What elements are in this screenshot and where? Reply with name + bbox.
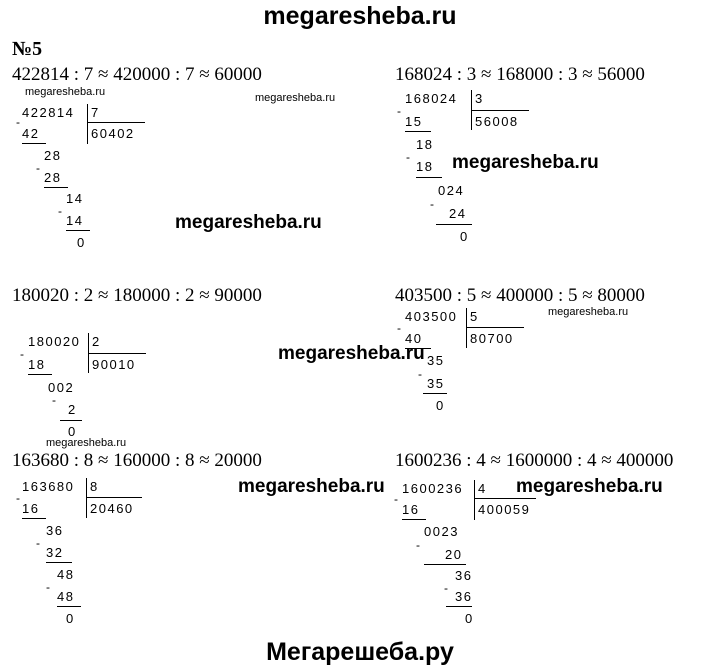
dividend: 422814 [22,105,75,120]
equation-1: 422814 : 7 ≈ 420000 : 7 ≈ 60000 [12,64,262,85]
remainder: 0 [465,611,474,626]
watermark-small: megaresheba.ru [46,437,127,449]
dividend: 180020 [28,334,81,349]
step: 16 [22,501,40,516]
step: 2 [68,402,77,417]
division-bar [474,480,475,520]
watermark-small: megaresheba.ru [25,86,106,98]
quotient: 20460 [90,501,134,516]
step: 15 [405,114,423,129]
remainder: 0 [77,235,86,250]
step: 48 [57,589,75,604]
watermark-small: megaresheba.ru [255,92,336,104]
step: 16 [402,502,420,517]
divisor: 3 [475,91,484,106]
step: 002 [48,380,75,395]
division-bar [88,353,146,354]
quotient: 400059 [478,502,531,517]
equation-5: 163680 : 8 ≈ 160000 : 8 ≈ 20000 [12,450,262,471]
step: 18 [28,357,46,372]
site-header: megaresheba.ru [263,2,457,30]
step: 14 [66,213,84,228]
quotient: 80700 [470,331,514,346]
equation-6: 1600236 : 4 ≈ 1600000 : 4 ≈ 400000 [395,450,674,471]
division-bar [466,308,467,348]
step: 24 [449,206,467,221]
quotient: 90010 [92,357,136,372]
step: 28 [44,170,62,185]
step: 14 [66,191,84,206]
division-bar [86,478,87,518]
step: 024 [438,183,465,198]
division-bar [466,327,524,328]
divisor: 7 [91,105,100,120]
remainder: 0 [436,398,445,413]
step: 48 [57,567,75,582]
division-bar [86,497,142,498]
quotient: 60402 [91,126,135,141]
equation-4: 403500 : 5 ≈ 400000 : 5 ≈ 80000 [395,285,645,306]
remainder: 0 [460,229,469,244]
step: 36 [455,568,473,583]
step: 18 [416,159,434,174]
step: 36 [455,589,473,604]
division-bar [87,104,88,144]
watermark-large: megaresheba.ru [516,476,663,497]
division-bar [474,498,536,499]
dividend: 163680 [22,479,75,494]
remainder: 0 [66,611,75,626]
step: 28 [44,148,62,163]
problem-number: №5 [12,38,43,60]
step: 35 [427,353,445,368]
step: 32 [46,545,64,560]
step: 35 [427,376,445,391]
step: 36 [46,523,64,538]
divisor: 4 [478,481,487,496]
site-footer: Мегарешеба.ру [266,638,454,666]
equation-3: 180020 : 2 ≈ 180000 : 2 ≈ 90000 [12,285,262,306]
divisor: 5 [470,309,479,324]
dividend: 1600236 [402,481,464,496]
dividend: 403500 [405,309,458,324]
watermark-large: megaresheba.ru [278,343,425,364]
step: 20 [445,547,463,562]
division-bar [471,110,529,111]
divisor: 2 [92,334,101,349]
divisor: 8 [90,479,99,494]
step: 42 [22,126,40,141]
watermark-large: megaresheba.ru [175,212,322,233]
step: 18 [416,137,434,152]
watermark-large: megaresheba.ru [238,476,385,497]
quotient: 56008 [475,114,519,129]
step: 0023 [424,524,459,539]
equation-2: 168024 : 3 ≈ 168000 : 3 ≈ 56000 [395,64,645,85]
remainder: 0 [68,424,77,439]
watermark-large: megaresheba.ru [452,152,599,173]
division-bar [87,122,145,123]
dividend: 168024 [405,91,458,106]
watermark-small: megaresheba.ru [548,306,629,318]
step: 40 [405,331,423,346]
